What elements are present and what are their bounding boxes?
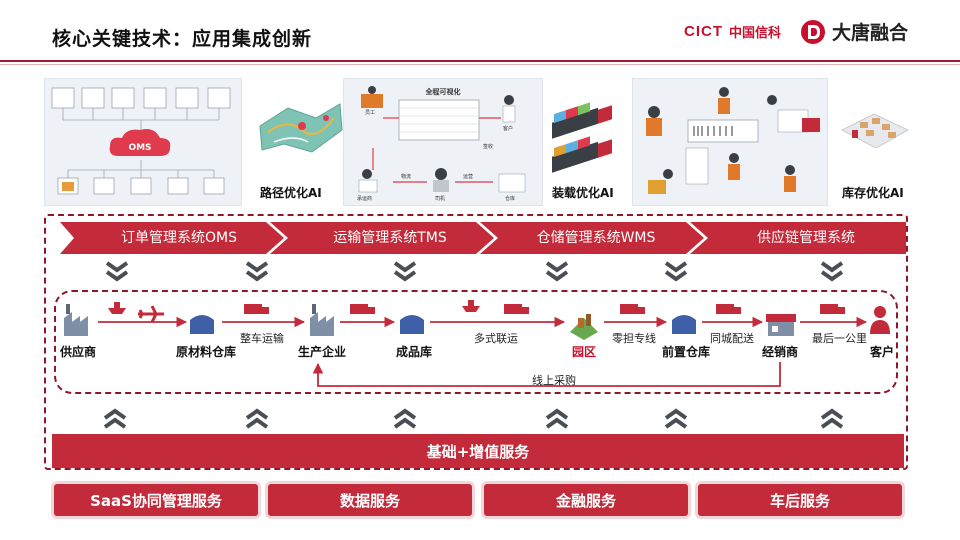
edge-same-city: 同城配送 xyxy=(710,332,754,345)
cict-logo: CICT 中国信科 xyxy=(684,22,781,41)
page-title: 核心关键技术：应用集成创新 xyxy=(52,28,313,50)
system-chevron-oms[interactable] xyxy=(60,222,284,254)
visibility-flow-diagram: 全程可视化 员工 客户 承运商 司机 仓库 物流 运营 签收 xyxy=(357,86,526,202)
edge-online-purchase: 线上采购 xyxy=(532,374,576,387)
edge-ltl-line: 零担专线 xyxy=(612,332,656,345)
cict-logo-text: 中国信科 xyxy=(729,26,782,41)
edge-last-mile: 最后一公里 xyxy=(812,332,867,345)
system-label-scm: 供应链管理系统 xyxy=(757,230,855,246)
supply-chain-frame xyxy=(54,290,898,394)
systems-chevron-row xyxy=(60,222,906,254)
edge-full-truckload: 整车运输 xyxy=(240,332,284,345)
flow-chart-title: 全程可视化 xyxy=(425,87,461,96)
warehouse-workflow-diagram xyxy=(646,87,820,194)
flow-label-warehouse: 仓库 xyxy=(505,195,515,202)
flow-label-customer: 客户 xyxy=(503,125,513,132)
route-optimization-ai-label: 路径优化AI xyxy=(260,186,322,200)
flow-label-staff: 员工 xyxy=(365,110,375,116)
system-chevron-scm[interactable] xyxy=(690,222,906,254)
datang-logo-icon xyxy=(801,19,825,44)
flow-label-driver: 司机 xyxy=(435,195,445,202)
saas-service-button[interactable]: SaaS协同管理服务 xyxy=(54,484,258,516)
oms-cloud-label: OMS xyxy=(128,143,151,153)
node-customer: 客户 xyxy=(870,345,895,359)
title-divider xyxy=(0,60,960,62)
system-label-tms: 运输管理系统TMS xyxy=(333,230,447,246)
datang-logo: 大唐融合 xyxy=(800,18,908,45)
node-manufacturer: 生产企业 xyxy=(298,345,347,359)
node-supplier: 供应商 xyxy=(60,345,97,359)
cict-logo-mark: CICT xyxy=(684,23,723,40)
flow-label-carrier: 承运商 xyxy=(357,195,372,202)
base-services-bar: 基础+增值服务 xyxy=(52,434,904,468)
node-industrial-park: 园区 xyxy=(572,345,597,359)
title-divider-thin xyxy=(0,64,960,65)
system-chevron-tms[interactable] xyxy=(270,222,494,254)
flow-label-operation: 运营 xyxy=(463,173,473,180)
system-label-wms: 仓储管理系统WMS xyxy=(536,230,656,246)
system-label-oms: 订单管理系统OMS xyxy=(121,230,237,246)
aftermarket-service-button[interactable]: 车后服务 xyxy=(698,484,902,516)
datang-logo-text: 大唐融合 xyxy=(832,22,909,44)
node-dealer: 经销商 xyxy=(762,345,799,359)
node-front-warehouse: 前置仓库 xyxy=(662,345,711,359)
integration-frame xyxy=(44,214,908,470)
node-finished-goods-warehouse: 成品库 xyxy=(396,345,433,359)
warehouse-isometric-illustration xyxy=(841,113,909,149)
truck-loading-illustration xyxy=(552,102,612,173)
flow-label-signoff: 签收 xyxy=(483,143,493,150)
route-map-illustration xyxy=(259,103,343,153)
finance-service-button[interactable]: 金融服务 xyxy=(484,484,688,516)
loading-optimization-ai-label: 装载优化AI xyxy=(552,186,614,200)
node-raw-material-warehouse: 原材料仓库 xyxy=(176,345,237,359)
flow-label-logistics: 物流 xyxy=(401,173,411,180)
system-chevron-wms[interactable] xyxy=(480,222,704,254)
oms-network-diagram: OMS xyxy=(51,87,231,195)
edge-multimodal: 多式联运 xyxy=(474,332,518,345)
inventory-optimization-ai-label: 库存优化AI xyxy=(842,186,904,200)
data-service-button[interactable]: 数据服务 xyxy=(268,484,472,516)
